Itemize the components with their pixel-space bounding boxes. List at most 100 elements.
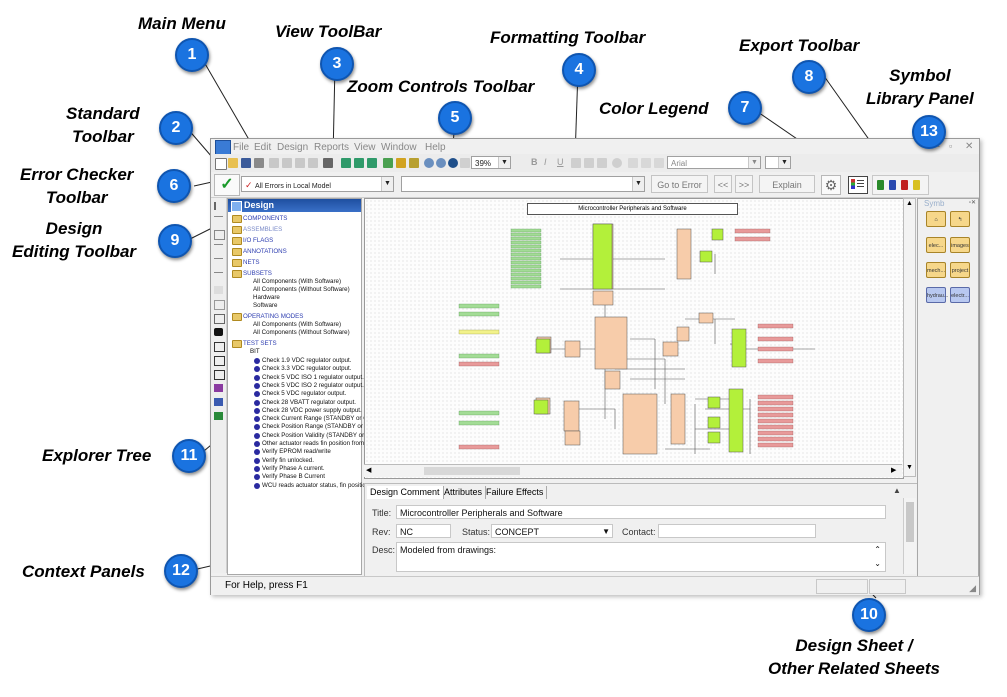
save-all-icon[interactable]	[254, 158, 264, 168]
format-painter-icon[interactable]	[308, 158, 318, 168]
flow-icon[interactable]	[214, 342, 225, 352]
scroll-down-icon[interactable]: ▼	[906, 464, 913, 471]
scroll-left-icon[interactable]: ◀	[366, 467, 372, 474]
node-icon[interactable]	[214, 244, 223, 253]
save-icon[interactable]	[241, 158, 251, 168]
junction-icon[interactable]	[214, 258, 223, 267]
text-align-mid-icon[interactable]	[641, 158, 651, 168]
zoom-fit-icon[interactable]	[448, 158, 458, 168]
rev-field[interactable]: NC	[396, 524, 451, 538]
cut-icon[interactable]	[269, 158, 279, 168]
tree-node-subsets[interactable]: SUBSETS	[243, 270, 272, 277]
frame-icon[interactable]	[214, 314, 225, 324]
tree-leaf-test[interactable]: WCU reads actuator status, fin positio	[262, 481, 366, 489]
align-right-icon[interactable]	[597, 158, 607, 168]
export-blue-icon[interactable]	[889, 180, 896, 190]
tree-node-test-sets[interactable]: TEST SETS	[243, 340, 277, 347]
tree-leaf-test[interactable]: Check Current Range (STANDBY or C	[262, 415, 368, 423]
run-check-button[interactable]: ✓	[214, 174, 240, 196]
view-table-icon[interactable]	[367, 158, 377, 168]
tab-attributes[interactable]: Attributes	[441, 486, 487, 499]
image-icon[interactable]	[214, 370, 225, 380]
symbol-folder-tile[interactable]: project	[950, 262, 970, 278]
text-align-bottom-icon[interactable]	[654, 158, 664, 168]
export-green-icon[interactable]	[877, 180, 884, 190]
menu-item-view[interactable]: View	[354, 142, 376, 153]
rotate-icon[interactable]	[612, 158, 622, 168]
menu-item-design[interactable]: Design	[277, 142, 309, 153]
tree-leaf-test[interactable]: Other actuator reads fin position from	[262, 440, 365, 447]
select-pointer-icon[interactable]	[214, 202, 225, 210]
error-list-select[interactable]: ▼	[401, 176, 645, 192]
rule-icon[interactable]	[214, 412, 223, 420]
tree-node-components[interactable]: COMPONENTS	[243, 215, 288, 222]
view-panels-icon[interactable]	[354, 158, 364, 168]
tree-node-annotations[interactable]: ANNOTATIONS	[243, 248, 287, 255]
go-to-error-button[interactable]: Go to Error	[651, 175, 708, 193]
underline-icon[interactable]: U	[557, 157, 564, 167]
symbol-library-tile[interactable]: hydrau...	[926, 287, 948, 303]
panel-close-icon[interactable]: ▫✕	[968, 200, 976, 206]
connector-icon[interactable]	[214, 230, 225, 240]
tree-leaf-mode[interactable]: All Components (Without Software)	[253, 329, 350, 336]
view-grid-icon[interactable]	[341, 158, 351, 168]
tree-node-bit[interactable]: BIT	[250, 348, 260, 355]
context-scrollbar[interactable]	[903, 498, 916, 574]
tree-leaf-subset[interactable]: Hardware	[253, 294, 280, 301]
tree-node-operating-modes[interactable]: OPERATING MODES	[243, 313, 304, 320]
design-sheet[interactable]: Microcontroller Peripherals and Software	[364, 198, 904, 479]
scroll-thumb[interactable]	[424, 467, 520, 475]
error-scope-select[interactable]: ✓ All Errors in Local Model ▼	[241, 176, 394, 192]
tree-node-assemblies[interactable]: ASSEMBLIES	[243, 226, 283, 233]
zoom-level-select[interactable]: 39% ▼	[471, 156, 511, 169]
sheet-horizontal-scrollbar[interactable]: ◀ ▶	[364, 464, 902, 477]
collapse-panel-icon[interactable]: ▲	[893, 486, 901, 495]
menu-item-edit[interactable]: Edit	[254, 142, 272, 153]
zoom-in-icon[interactable]	[424, 158, 434, 168]
tree-leaf-subset[interactable]: Software	[253, 302, 278, 309]
tree-leaf-test[interactable]: Check Position Validity (STANDBY or	[262, 431, 365, 439]
settings-gear-icon[interactable]: ⚙	[821, 175, 841, 195]
symbol-folder-tile[interactable]: elec...	[926, 237, 946, 253]
probe-icon[interactable]	[214, 286, 223, 294]
tree-leaf-test[interactable]: Check 28 VDC power supply output.	[262, 406, 362, 414]
tree-leaf-test[interactable]: Verify Phase A current.	[262, 464, 325, 472]
tree-leaf-test[interactable]: Check 1.9 VDC regulator output.	[262, 357, 352, 364]
export-red-icon[interactable]	[901, 180, 908, 190]
font-select[interactable]: Arial ▼	[667, 156, 761, 169]
font-size-select[interactable]: ▼	[765, 156, 791, 169]
tree-leaf-subset[interactable]: All Components (With Software)	[253, 278, 342, 285]
view-sheet-icon[interactable]	[409, 158, 419, 168]
color-legend-button[interactable]	[848, 176, 868, 194]
wire-icon[interactable]	[214, 356, 225, 366]
status-select[interactable]: CONCEPT ▼	[491, 524, 613, 538]
menu-item-help[interactable]: Help	[425, 142, 446, 153]
lock-icon[interactable]	[214, 328, 223, 336]
copy-icon[interactable]	[282, 158, 292, 168]
new-file-icon[interactable]	[215, 158, 227, 170]
paste-icon[interactable]	[295, 158, 305, 168]
view-layout-icon[interactable]	[383, 158, 393, 168]
symbol-folder-tile[interactable]: images	[950, 237, 970, 253]
description-field[interactable]: Modeled from drawings: ⌃ ⌄	[396, 542, 886, 572]
scroll-up-icon[interactable]: ▲	[906, 200, 913, 207]
tree-leaf-test[interactable]: Verify fin unlocked.	[262, 456, 314, 464]
tab-design-comment[interactable]: Design Comment	[367, 486, 444, 499]
tree-leaf-test[interactable]: Verify EPROM read/write	[262, 448, 331, 456]
tree-leaf-mode[interactable]: All Components (With Software)	[253, 321, 342, 328]
pan-icon[interactable]	[460, 158, 470, 168]
scroll-right-icon[interactable]: ▶	[891, 467, 897, 474]
contact-field[interactable]	[658, 524, 816, 538]
tree-leaf-test[interactable]: Check Position Range (STANDBY or	[262, 423, 363, 431]
tree-leaf-test[interactable]: Verify Phase B Current	[262, 473, 325, 481]
italic-icon[interactable]: I	[544, 157, 547, 167]
symbol-folder-tile[interactable]: mech...	[926, 262, 946, 278]
link-icon[interactable]	[214, 272, 223, 281]
draw-line-icon[interactable]	[214, 216, 223, 225]
chevron-up-icon[interactable]: ⌃	[874, 545, 881, 554]
tree-node-nets[interactable]: NETS	[243, 259, 260, 266]
menu-item-file[interactable]: File	[233, 142, 250, 153]
scroll-thumb[interactable]	[906, 502, 914, 542]
tree-node-io-flags[interactable]: I/O FLAGS	[243, 237, 274, 244]
sheet-vertical-scrollbar[interactable]: ▲ ▼	[903, 198, 916, 477]
